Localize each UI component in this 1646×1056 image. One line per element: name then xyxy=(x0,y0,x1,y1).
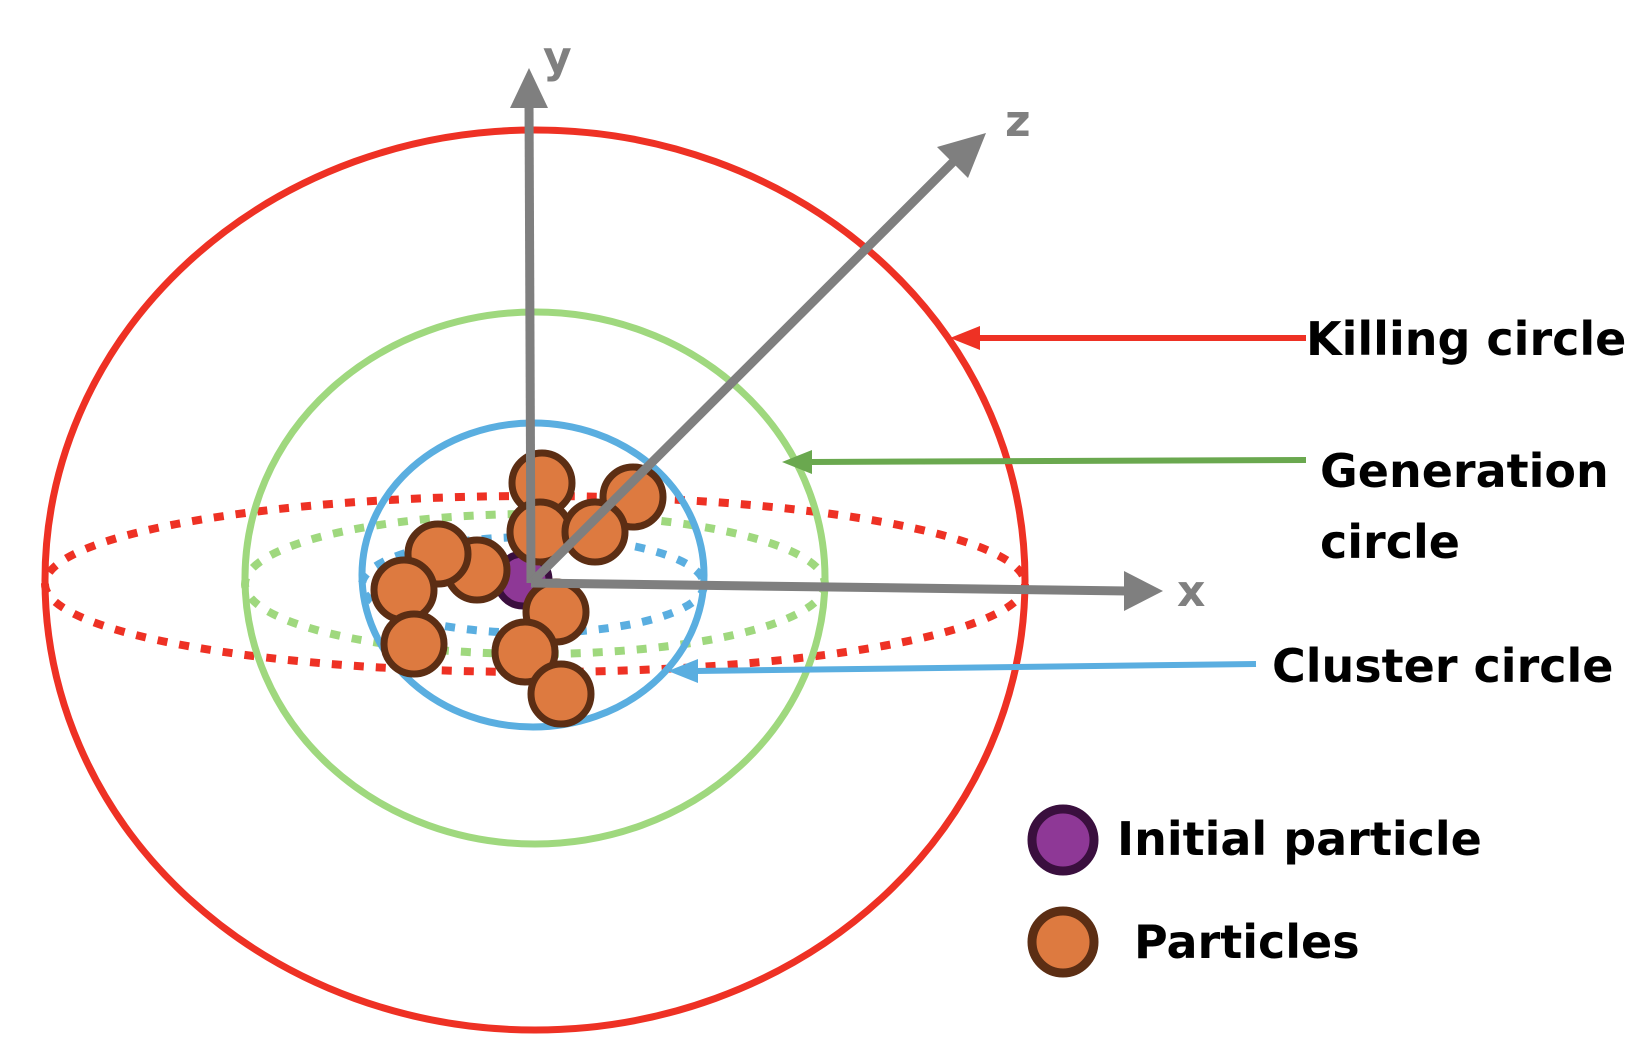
z-axis-label: z xyxy=(1005,96,1031,147)
x-axis-label: x xyxy=(1177,566,1205,617)
generation-circle-label-line1: Generation xyxy=(1320,444,1609,498)
generation-pointer-arrowhead xyxy=(782,450,812,474)
legend: Initial particle Particles xyxy=(1027,804,1482,978)
killing-circle-label: Killing circle xyxy=(1306,312,1626,366)
legend-particles-label: Particles xyxy=(1134,915,1360,969)
killing-pointer-arrowhead xyxy=(950,326,980,350)
y-axis-arrowhead xyxy=(510,68,548,108)
particle xyxy=(380,610,448,678)
particle xyxy=(527,660,595,728)
particle xyxy=(370,556,438,624)
axes xyxy=(510,68,1163,611)
z-axis xyxy=(527,156,959,587)
particle-group xyxy=(370,449,667,728)
legend-initial-particle-icon xyxy=(1027,804,1099,876)
particle xyxy=(561,498,629,566)
cluster-pointer-arrowhead xyxy=(668,659,698,683)
cluster-circle-label: Cluster circle xyxy=(1272,639,1614,693)
cluster-pointer-line xyxy=(694,661,1257,674)
z-axis-arrowhead xyxy=(937,133,986,178)
label-pointers xyxy=(668,326,1307,683)
particle xyxy=(491,618,559,686)
legend-initial-particle-label: Initial particle xyxy=(1117,812,1482,866)
generation-circle-label-line2: circle xyxy=(1320,515,1460,569)
y-axis xyxy=(524,99,536,584)
x-axis xyxy=(530,578,1129,596)
y-axis-label: y xyxy=(543,32,572,83)
legend-particles-icon xyxy=(1027,906,1099,978)
killing-circle xyxy=(41,126,1029,1034)
x-axis-arrowhead xyxy=(1124,571,1163,611)
generation-pointer-line xyxy=(809,457,1307,465)
